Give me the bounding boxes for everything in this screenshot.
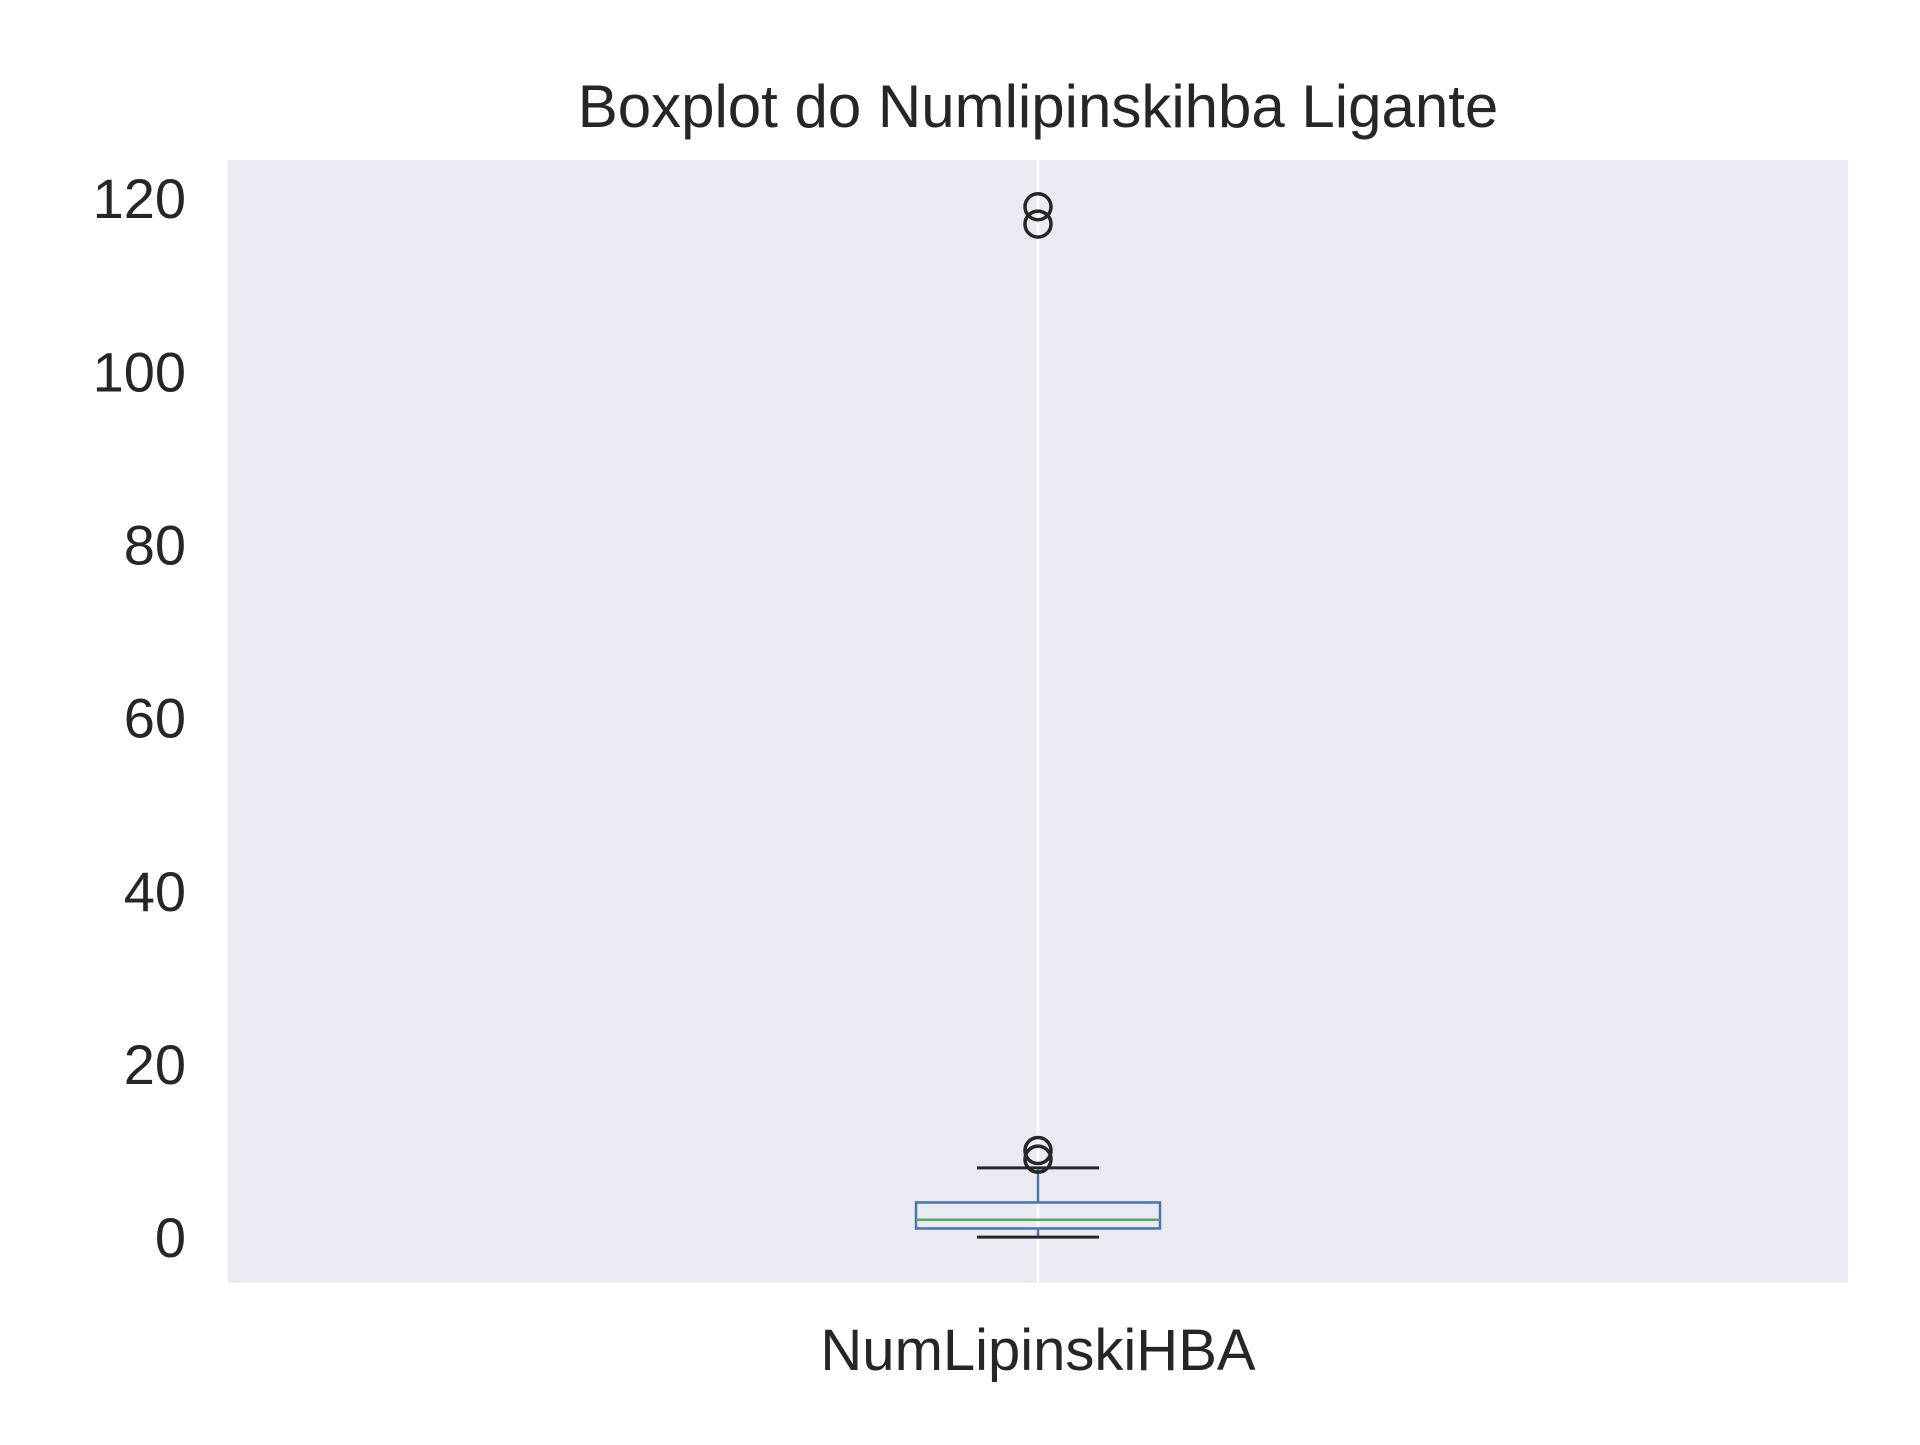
y-tick-label: 60 xyxy=(124,687,186,750)
x-tick-labels: NumLipinskiHBA xyxy=(820,1318,1255,1383)
y-tick-label: 80 xyxy=(124,513,186,576)
y-tick-label: 100 xyxy=(93,340,186,403)
y-tick-label: 20 xyxy=(124,1033,186,1096)
x-tick-label: NumLipinskiHBA xyxy=(820,1318,1255,1383)
y-tick-label: 40 xyxy=(124,860,186,923)
outlier-point xyxy=(1023,1144,1053,1174)
outlier-point xyxy=(1023,209,1053,239)
y-tick-labels: 0 20 40 60 80 100 120 xyxy=(93,167,186,1269)
y-tick-label: 0 xyxy=(155,1206,186,1269)
y-tick-label: 120 xyxy=(93,167,186,230)
outlier-point xyxy=(1023,1135,1053,1166)
box-layer xyxy=(914,192,1162,1239)
outlier-point xyxy=(1023,192,1053,222)
chart-title: Boxplot do Numlipinskihba Ligante xyxy=(578,73,1499,140)
box-iqr xyxy=(914,1201,1162,1230)
